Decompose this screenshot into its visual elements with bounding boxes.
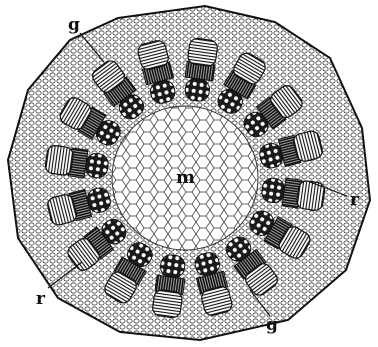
label-r-right: r bbox=[350, 190, 360, 210]
label-r-left: r bbox=[36, 289, 46, 309]
label-g-bottom: g bbox=[266, 315, 278, 335]
label-g-top: g bbox=[68, 15, 80, 35]
label-m-center: m bbox=[176, 167, 195, 188]
